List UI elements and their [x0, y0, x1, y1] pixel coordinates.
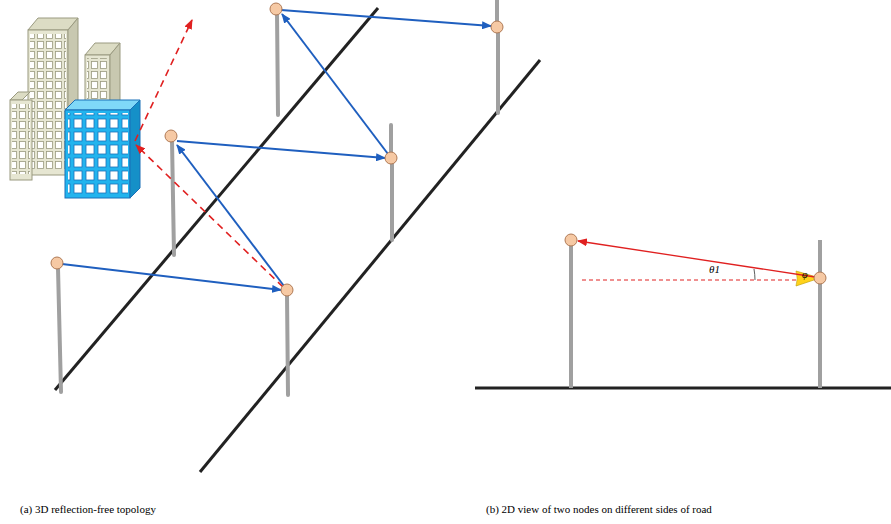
angle-label: θ1	[709, 263, 720, 275]
subfigure-caption: (a) 3D reflection-free topology	[20, 503, 156, 515]
buildings	[10, 18, 140, 198]
subfigure-caption: (b) 2D view of two nodes on different si…	[486, 503, 712, 515]
angle-label: φ	[802, 269, 808, 280]
